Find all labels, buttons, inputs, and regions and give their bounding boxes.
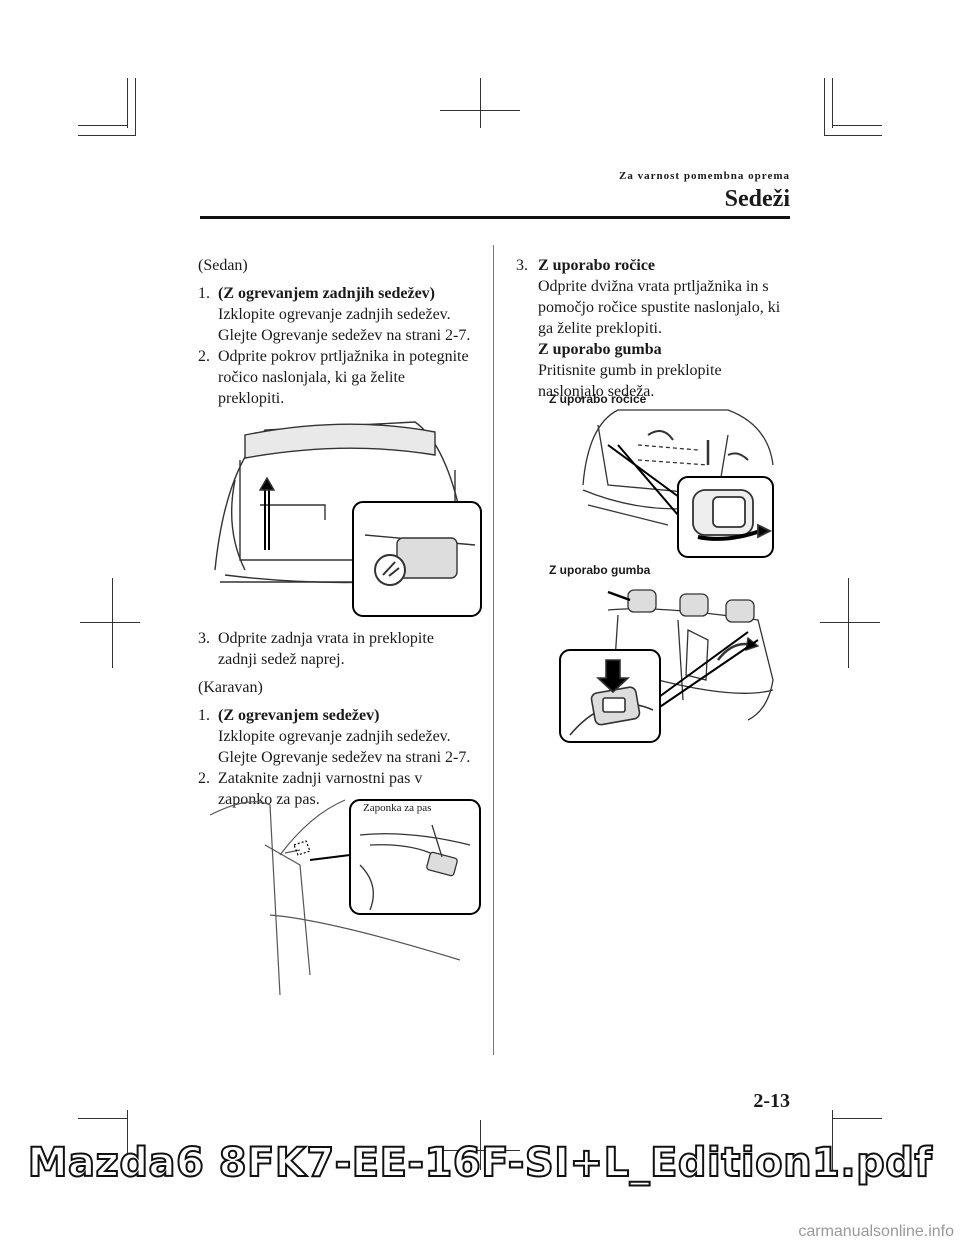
wagon-button-illustration (559, 589, 774, 743)
step-text: Pritisnite gumb in preklopite (538, 362, 722, 379)
sedan-heading: (Sedan) (198, 257, 248, 274)
footer-filename: Mazda6 8FK7-EE-16F-SI+L_Edition1.pdf (27, 1139, 933, 1187)
crop-mark (820, 622, 880, 623)
crop-mark (832, 125, 882, 126)
crop-mark (480, 78, 481, 128)
step-text: zaponko za pas. (218, 791, 320, 808)
step-text: Odprite dvižna vrata prtljažnika in s (538, 278, 769, 295)
page-number: 2-13 (753, 1090, 790, 1112)
step-subtitle: Z uporabo ročice (538, 257, 656, 274)
page-title: Sedeži (724, 186, 790, 212)
crop-mark (135, 78, 136, 136)
step-number: 3. (198, 630, 210, 647)
sedan-trunk-illustration (214, 421, 482, 617)
crop-mark (80, 622, 140, 623)
crop-mark (848, 578, 849, 668)
crop-mark (78, 135, 136, 136)
crop-mark (127, 78, 128, 128)
crop-mark (832, 1110, 833, 1170)
column-divider (493, 245, 494, 1055)
step-text: zadnji sedež naprej. (218, 651, 345, 668)
step-text: Glejte Ogrevanje sedežev na strani 2-7. (218, 327, 471, 344)
step-number: 2. (198, 770, 210, 787)
header-divider (200, 216, 790, 219)
step-title: (Z ogrevanjem sedežev) (218, 707, 380, 724)
step-text: Izklopite ogrevanje zadnjih sedežev. (218, 306, 451, 323)
step-text: Glejte Ogrevanje sedežev na strani 2-7. (218, 749, 471, 766)
figure-label-button: Z uporabo gumba (549, 563, 651, 577)
crop-mark (127, 1110, 128, 1170)
step-title: (Z ogrevanjem zadnjih sedežev) (218, 285, 435, 302)
step-subtitle: Z uporabo gumba (538, 341, 662, 358)
crop-mark (832, 78, 833, 128)
step-number: 1. (198, 285, 210, 302)
crop-mark (112, 578, 113, 668)
crop-mark (824, 78, 825, 136)
step-text: pomočjo ročice spustite naslonjalo, ki (538, 299, 781, 316)
step-text: Odprite zadnja vrata in preklopite (218, 630, 434, 647)
crop-mark (78, 125, 128, 126)
step-text: naslonjalo sedeža. (538, 383, 655, 400)
step-text: ga želite preklopiti. (538, 320, 662, 337)
figure-label-lever: Z uporabo ročice (549, 392, 647, 406)
step-text: ročico naslonjala, ki ga želite (218, 369, 406, 386)
wagon-lever-illustration (582, 409, 774, 558)
step-number: 2. (198, 348, 210, 365)
crop-mark (78, 1118, 128, 1119)
crop-mark (824, 135, 882, 136)
step-text: Odprite pokrov prtljažnika in potegnite (218, 348, 469, 365)
crop-mark (832, 1118, 882, 1119)
seatbelt-buckle-illustration (210, 799, 481, 996)
step-text: preklopiti. (218, 390, 285, 407)
section-title: Za varnost pomembna oprema (619, 170, 790, 182)
step-number: 3. (516, 257, 528, 274)
wagon-heading: (Karavan) (198, 679, 263, 696)
step-text: Izklopite ogrevanje zadnjih sedežev. (218, 728, 451, 745)
buckle-callout: Zaponka za pas (363, 802, 432, 814)
watermark: carmanualsonline.info (798, 1223, 954, 1240)
crop-mark (480, 1120, 481, 1170)
step-number: 1. (198, 707, 210, 724)
step-text: Zataknite zadnji varnostni pas v (218, 770, 423, 787)
